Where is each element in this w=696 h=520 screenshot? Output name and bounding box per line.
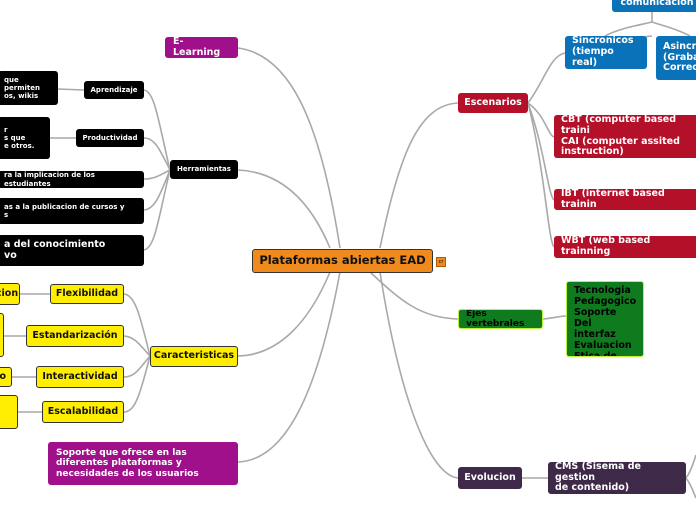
aprendizaje-detail[interactable]: que permiten os, wikis (0, 71, 58, 105)
estandarizacion-node[interactable]: Estandarización (26, 325, 124, 347)
ejes-items-node[interactable]: Tecnologia Pedagogico Soporte Del interf… (566, 281, 644, 357)
flexibilidad-detail[interactable]: cion (0, 283, 20, 305)
escalabilidad-detail[interactable] (0, 395, 18, 429)
cms-node[interactable]: CMS (Sisema de gestion de contenido) (548, 462, 686, 494)
sincronicos-node[interactable]: Sincronicos (tiempo real) (565, 36, 647, 69)
herramientas-node[interactable]: Herramientas (170, 160, 238, 179)
wbt-node[interactable]: WBT (web based trainning (554, 236, 696, 258)
publicacion-node[interactable]: as a la publicacion de cursos y s (0, 198, 144, 224)
caracteristicas-node[interactable]: Caracteristicas (150, 346, 238, 367)
asincronicos-node[interactable]: Asincr (Graba Correo (656, 36, 696, 80)
e-learning-node[interactable]: E- Learning (165, 37, 238, 58)
conocimiento-node[interactable]: a del conocimiento vo (0, 235, 144, 266)
interactividad-detail[interactable]: o (0, 367, 12, 387)
evolucion-node[interactable]: Evolucion (458, 467, 522, 489)
productividad-detail[interactable]: r s que e otros. (0, 117, 50, 159)
interactividad-node[interactable]: Interactividad (36, 366, 124, 388)
note-icon: cr (436, 257, 446, 267)
comunicacion-node[interactable]: comunicacion (612, 0, 696, 12)
implicacion-node[interactable]: ra la implicacion de los estudiantes (0, 171, 144, 188)
flexibilidad-node[interactable]: Flexibilidad (50, 284, 124, 304)
cbt-node[interactable]: CBT (computer based traini CAI (computer… (554, 115, 696, 158)
aprendizaje-node[interactable]: Aprendizaje (84, 81, 144, 99)
productividad-node[interactable]: Productividad (76, 129, 144, 147)
escenarios-node[interactable]: Escenarios (458, 93, 528, 113)
estandarizacion-detail[interactable] (0, 313, 4, 357)
ibt-node[interactable]: IBT (internet based trainin (554, 189, 696, 210)
central-topic[interactable]: Plataformas abiertas EAD (252, 249, 433, 273)
soporte-node[interactable]: Soporte que ofrece en las diferentes pla… (48, 442, 238, 485)
escalabilidad-node[interactable]: Escalabilidad (42, 401, 124, 423)
ejes-vertebrales-node[interactable]: Ejes vertebrales (458, 309, 543, 329)
